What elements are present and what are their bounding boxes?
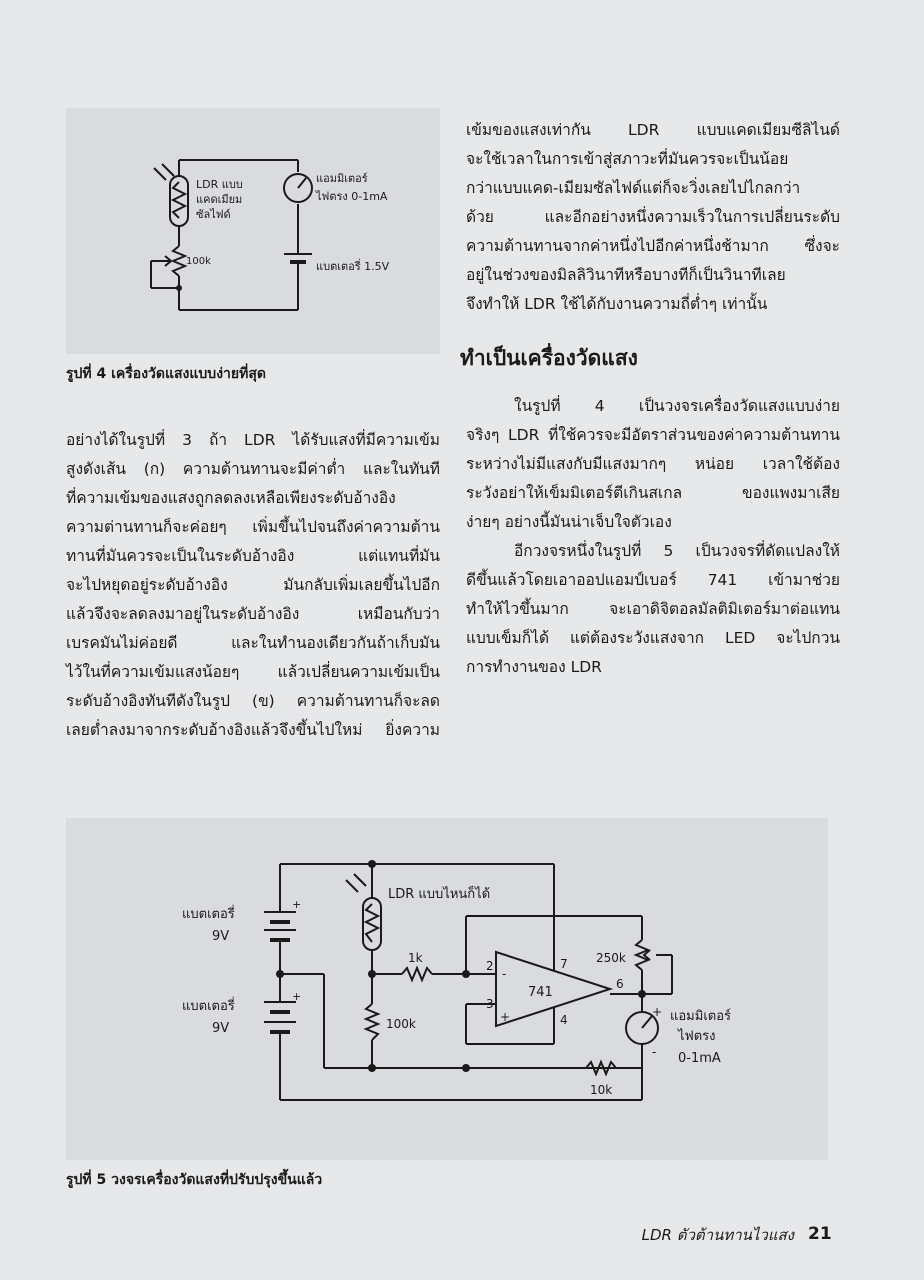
fig5-plus-sign: + [292,990,301,1003]
fig4-ldr-label: LDR แบบ [196,178,243,191]
figure-4-circuit: LDR แบบ แคดเมียม ซัลไฟด์ 100k แอมมิเตอร์… [150,159,390,311]
fig4-ldr-label-3: ซัลไฟด์ [196,208,231,221]
text-line: จึงทำให้ LDR ใช้ได้กับงานความถี่ต่ำๆ เท่… [466,295,768,313]
text-line: แบบเข็มก็ได้ แต่ต้องระวังแสงจาก LED จะไป… [466,629,840,647]
fig5-battery-top-label: แบตเตอรี่ [182,905,235,922]
right-column-body-text: ในรูปที่ 4 เป็นวงจรเครื่องวัดแสงแบบง่าย … [466,392,840,682]
text-line: อยู่ในช่วงของมิลลิวินาทีหรือบางทีก็เป็นว… [466,266,786,284]
fig5-plus-sign: + [652,1005,662,1019]
fig4-ammeter-label-2: ไฟตรง 0-1mA [315,190,388,203]
text-line: ในรูปที่ 4 เป็นวงจรเครื่องวัดแสงแบบง่าย [514,397,840,415]
fig5-battery-bottom-label: แบตเตอรี่ [182,997,235,1014]
fig5-pin2-label: 2 [486,959,494,973]
running-footer-title: LDR ตัวต้านทานไวแสง [641,1226,794,1244]
fig5-pot-label: 250k [596,951,626,965]
text-line: จริงๆ LDR ที่ใช้ควรจะมีอัตราส่วนของค่าคว… [466,426,840,444]
text-line: จะไปหยุดอยู่ระดับอ้างอิง มันกลับเพิ่มเลย… [66,576,440,594]
figure-5-circuit: แบตเตอรี่ 9V แบตเตอรี่ 9V + + LDR แบบไหน… [182,860,731,1101]
fig5-ammeter-label-3: 0-1mA [678,1051,721,1066]
fig4-pot-label: 100k [186,256,211,267]
fig5-ammeter-label-2: ไฟตรง [677,1028,716,1044]
text-line: ง่ายๆ อย่างนี้มันน่าเจ็บใจตัวเอง [466,513,672,531]
figure-4-panel: LDR แบบ แคดเมียม ซัลไฟด์ 100k แอมมิเตอร์… [66,108,440,354]
text-line: สูงดังเส้น (ก) ความต้านทานจะมีค่าต่ำ และ… [66,460,440,478]
fig5-battery-top-voltage: 9V [212,929,229,944]
figure-5-caption: รูปที่ 5 วงจรเครื่องวัดแสงที่ปรับปรุงขึ้… [66,1172,323,1188]
text-line: ระวังอย่าให้เข็มมิเตอร์ตีเกินสเกล ของแพง… [466,484,840,502]
text-line: ไว้ในที่ความเข้มแสงน้อยๆ แล้วเปลี่ยนความ… [66,663,440,681]
text-line: จะใช้เวลาในการเข้าสู่สภาวะที่มันควรจะเป็… [466,150,789,168]
figure-5-panel: แบตเตอรี่ 9V แบตเตอรี่ 9V + + LDR แบบไหน… [66,818,828,1160]
fig5-r1-label: 1k [408,951,423,965]
text-line: ระหว่างไม่มีแสงกับมีแสงมากๆ หน่อย เวลาใช… [466,455,840,473]
text-line: ระดับอ้างอิงทันทีดังในรูป (ข) ความต้านทา… [66,692,440,710]
text-line: อีกวงจรหนึ่งในรูปที่ 5 เป็นวงจรที่ดัดแปล… [514,542,840,560]
fig5-pin3-label: 3 [486,997,494,1011]
fig4-ammeter-label: แอมมิเตอร์ [316,172,368,185]
text-line: เลยต่ำลงมาจากระดับอ้างอิงแล้วจึงขึ้นไปให… [66,721,440,739]
page-number: 21 [808,1224,832,1244]
figure-4-caption: รูปที่ 4 เครื่องวัดแสงแบบง่ายที่สุด [66,366,266,382]
fig5-ammeter-label: แอมมิเตอร์ [670,1008,731,1024]
section-heading: ทำเป็นเครื่องวัดแสง [460,346,638,370]
right-column-top-text: เข้มของแสงเท่ากัน LDR แบบแคดเมียมซีลิไนด… [466,116,840,319]
fig5-r3-label: 10k [590,1083,612,1097]
text-line: เข้มของแสงเท่ากัน LDR แบบแคดเมียมซีลิไนด… [466,121,840,139]
fig5-minus-sign: - [652,1045,656,1059]
fig5-plus-sign: + [500,1010,510,1024]
fig5-opamp-label: 741 [528,985,553,1000]
text-line: ความต้านทานจากค่าหนึ่งไปอีกค่าหนึ่งช้ามา… [466,237,840,255]
text-line: กว่าแบบแคด-เมียมซัลไฟด์แต่ก็จะวิ่งเลยไปไ… [466,179,801,197]
text-line: ความต่านทานก็จะค่อยๆ เพิ่มขึ้นไปจนถึงค่า… [66,518,440,536]
fig5-battery-bottom-voltage: 9V [212,1021,229,1036]
fig4-ldr-label-2: แคดเมียม [196,193,242,206]
text-line: อย่างได้ในรูปที่ 3 ถ้า LDR ได้รับแสงที่ม… [66,431,440,449]
text-line: แล้วจึงจะลดลงมาอยู่ในระดับอ้างอิง เหมือน… [66,605,440,623]
text-line: เบรคมันไม่ค่อยดี และในทำนองเดียวกันถ้าเก… [66,634,440,652]
fig5-r2-label: 100k [386,1017,416,1031]
fig4-battery-label: แบตเตอรี่ 1.5V [316,258,390,273]
fig5-minus-sign: - [502,967,506,981]
text-line: ที่ความเข้มของแสงถูกลดลงเหลือเพียงระดับอ… [66,489,396,507]
fig5-plus-sign: + [292,898,301,911]
fig5-pin6-label: 6 [616,977,624,991]
text-line: ทานที่มันควรจะเป็นในระดับอ้างอิง แต่แทนท… [66,547,440,565]
fig5-pin4-label: 4 [560,1013,568,1027]
text-line: ด้วย และอีกอย่างหนึ่งความเร็วในการเปลี่ย… [466,208,840,226]
text-line: ทำให้ไวขึ้นมาก จะเอาดิจิตอลมัลติมิเตอร์ม… [466,600,840,618]
fig5-pin7-label: 7 [560,957,568,971]
left-column-text: อย่างได้ในรูปที่ 3 ถ้า LDR ได้รับแสงที่ม… [66,426,440,745]
text-line: ดีขึ้นแล้วโดยเอาออปแอมป์เบอร์ 741 เข้ามา… [466,571,840,589]
text-line: การทำงานของ LDR [466,658,602,676]
fig5-ldr-label: LDR แบบไหนก็ได้ [388,884,490,902]
